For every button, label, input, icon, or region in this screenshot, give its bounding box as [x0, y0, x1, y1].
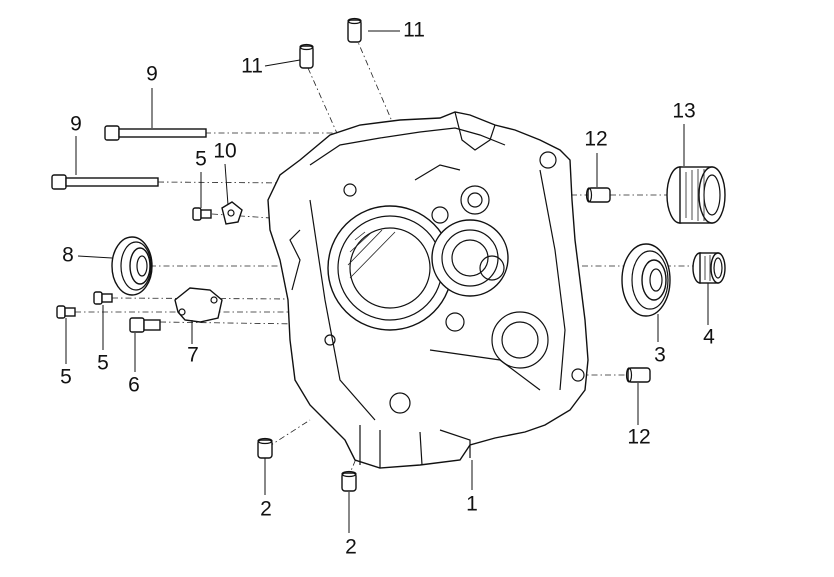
small-bolt-b [93, 291, 113, 305]
small-bolt-c [56, 305, 76, 319]
callout-8: 8 [62, 244, 74, 267]
callout-5-upper: 5 [195, 148, 207, 171]
callout-7: 7 [187, 344, 199, 367]
callout-2-bottom: 2 [345, 536, 357, 559]
dowel-pin-right-lower [625, 367, 651, 383]
callout-11-top: 11 [403, 19, 425, 42]
callout-1: 1 [466, 493, 478, 516]
small-bolt-a [192, 207, 212, 221]
callout-6: 6 [128, 374, 140, 397]
callout-labels: 11 11 9 9 5 10 8 5 5 6 7 12 13 3 4 12 1 … [60, 19, 715, 559]
callout-2-left: 2 [260, 498, 272, 521]
long-bolt-upper [104, 125, 207, 141]
clip [221, 201, 243, 225]
dowel-pin-bottom-center [341, 470, 357, 492]
crankcase-half [267, 111, 589, 469]
bearing-right [621, 243, 671, 317]
callout-11-left: 11 [241, 55, 263, 78]
needle-bearing-small [692, 252, 726, 284]
retainer-plate [174, 287, 223, 323]
callout-13: 13 [672, 100, 695, 123]
needle-bearing-large [666, 166, 726, 224]
callout-4: 4 [703, 326, 715, 349]
callout-5-lower: 5 [60, 366, 72, 389]
callout-12-upper: 12 [584, 128, 607, 151]
callout-10: 10 [213, 140, 236, 163]
callout-9-lower: 9 [70, 113, 82, 136]
callout-5-middle: 5 [97, 352, 109, 375]
leader-lines [65, 30, 709, 533]
bearing-left [111, 236, 153, 296]
long-bolt-lower [51, 174, 159, 190]
callout-9-upper: 9 [146, 63, 158, 86]
drain-plug [129, 317, 161, 333]
dowel-pin-top-left [299, 43, 314, 69]
callout-12-lower: 12 [627, 426, 650, 449]
callout-3: 3 [654, 344, 666, 367]
dowel-pin-right-upper [585, 187, 611, 203]
dowel-pin-bottom-left [257, 437, 273, 459]
dowel-pin-top-right [347, 17, 362, 43]
